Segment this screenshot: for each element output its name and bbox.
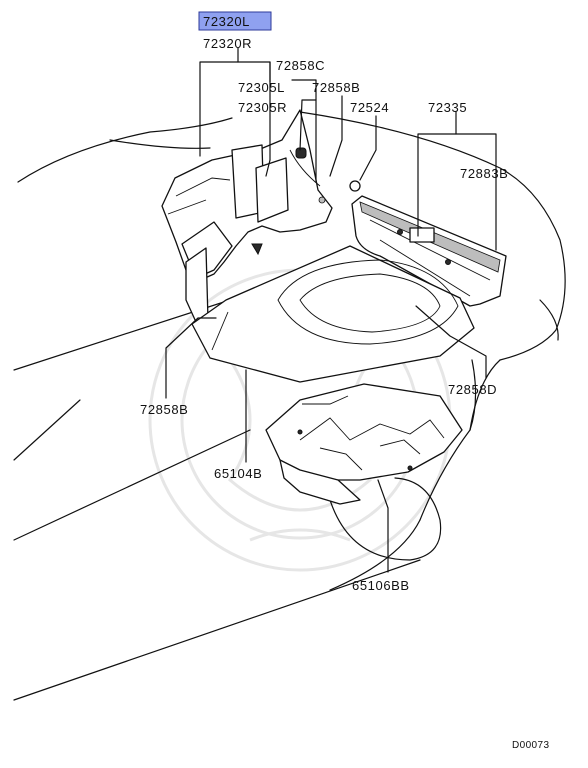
highlight-box <box>198 11 272 31</box>
leader-lines <box>165 47 497 573</box>
callout-72858B-left[interactable]: 72858B <box>140 402 188 417</box>
callout-65104B[interactable]: 65104B <box>214 466 262 481</box>
callout-72858C[interactable]: 72858C <box>276 58 325 73</box>
callout-72320L[interactable]: 72320L <box>203 14 250 29</box>
callout-72883B[interactable]: 72883B <box>460 166 508 181</box>
callout-65106BB[interactable]: 65106BB <box>352 578 410 593</box>
trunk-floor-mat <box>191 245 475 383</box>
callout-72858D[interactable]: 72858D <box>448 382 497 397</box>
luggage-floor-box <box>265 383 463 505</box>
callout-72305R[interactable]: 72305R <box>238 100 287 115</box>
callout-72524[interactable]: 72524 <box>350 100 389 115</box>
callout-72335[interactable]: 72335 <box>428 100 467 115</box>
rear-side-trim-assembly <box>161 109 333 323</box>
rear-end-trim-panel <box>351 195 507 307</box>
callout-72858B-top[interactable]: 72858B <box>312 80 360 95</box>
drawing-code: D00073 <box>512 740 549 751</box>
callout-72305L[interactable]: 72305L <box>238 80 285 95</box>
callout-72320R[interactable]: 72320R <box>203 36 252 51</box>
